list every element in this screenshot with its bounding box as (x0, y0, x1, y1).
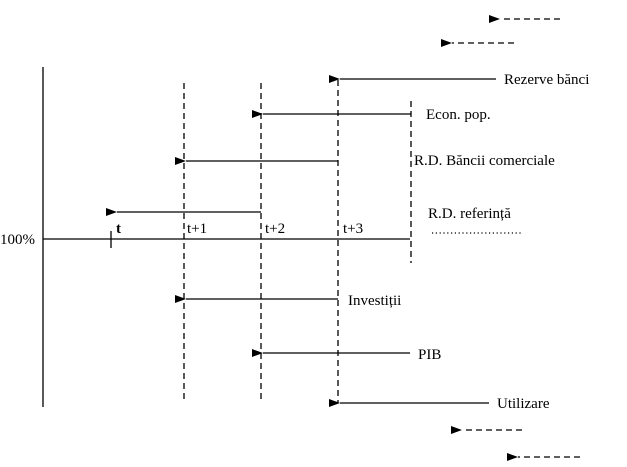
label-rd-banca: R.D. Băncii comerciale (414, 153, 555, 169)
tick-label-t: t (116, 221, 121, 237)
tick-label-t2: t+2 (265, 221, 285, 237)
label-rezerve-banci: Rezerve bănci (504, 72, 589, 88)
baseline-label: 100% (0, 232, 35, 248)
label-pib: PIB (418, 347, 441, 363)
tick-label-t1: t+1 (187, 221, 207, 237)
label-econ-pop: Econ. pop. (426, 107, 491, 123)
tick-label-t3: t+3 (343, 221, 363, 237)
label-investitii: Investiții (348, 293, 401, 309)
label-rd-ref: R.D. referință (428, 206, 511, 222)
label-utilizare: Utilizare (497, 396, 550, 412)
